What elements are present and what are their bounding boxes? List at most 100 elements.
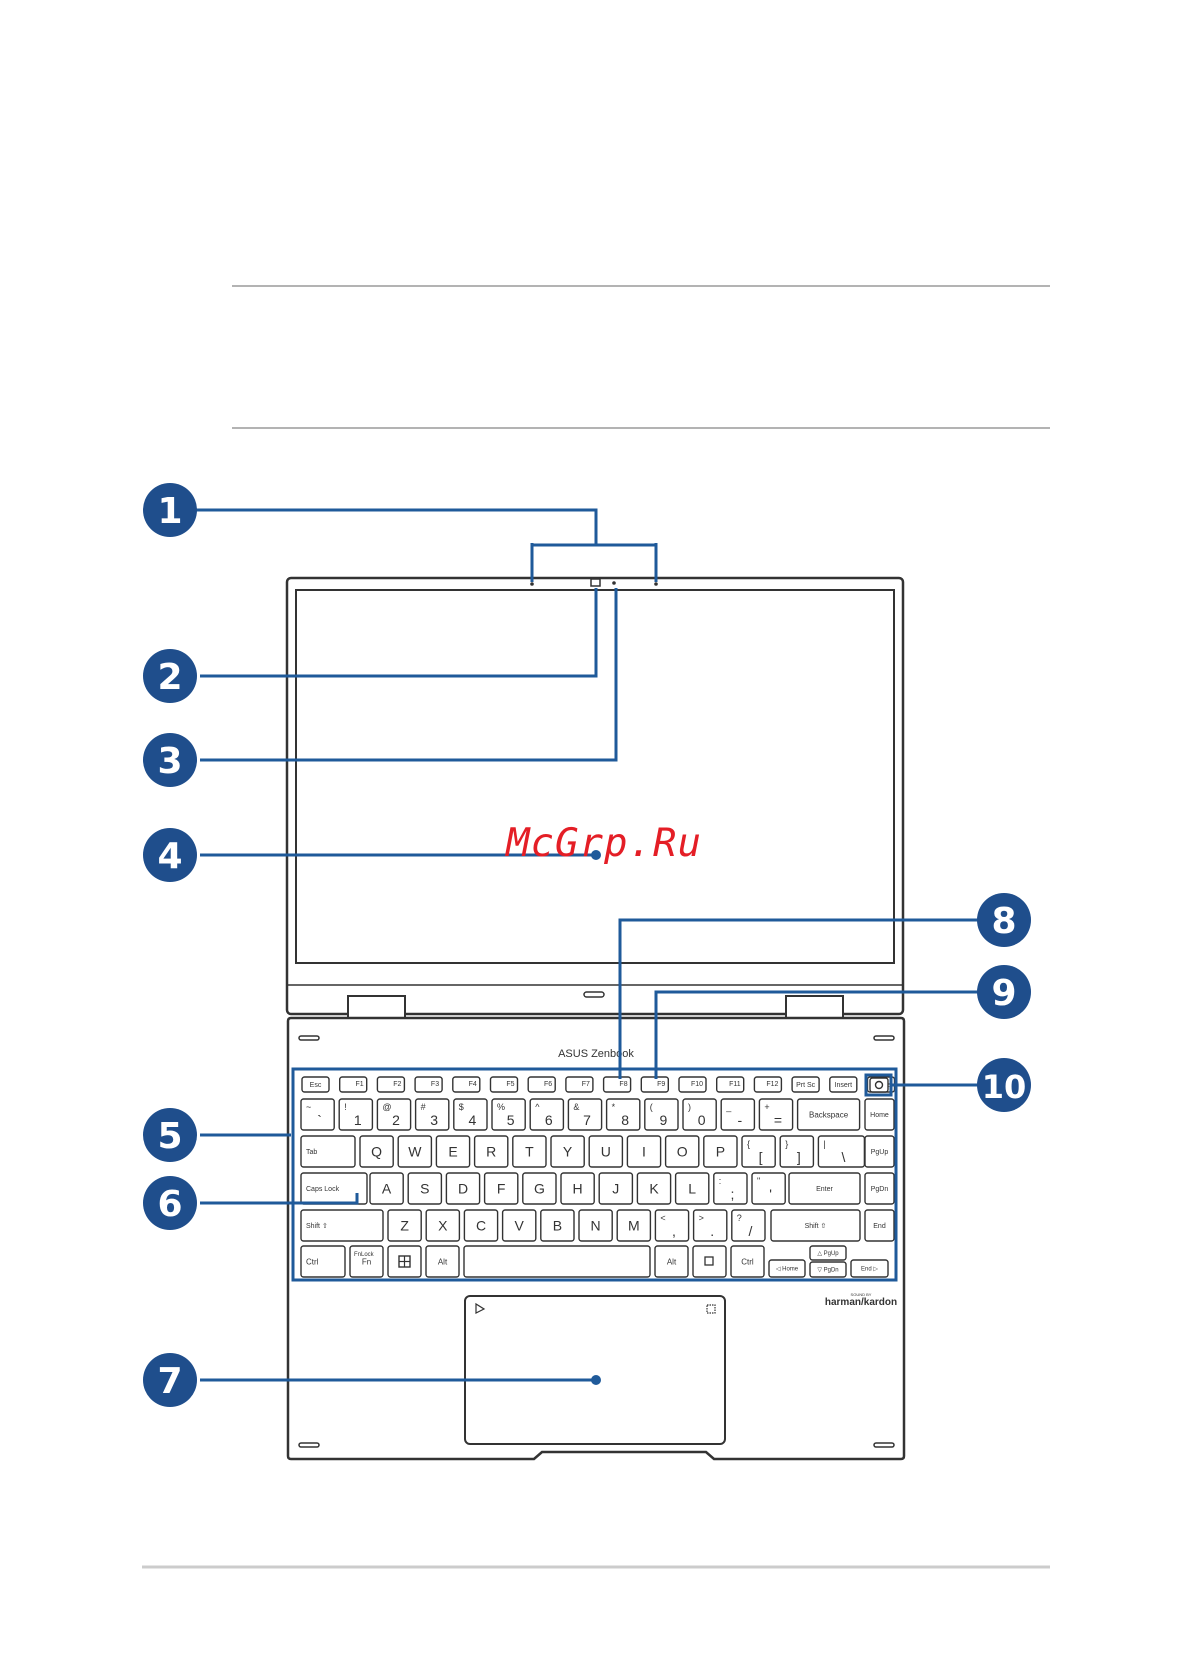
key-v[interactable]: V <box>501 1209 537 1242</box>
key-d[interactable]: D <box>445 1172 481 1205</box>
key-c[interactable]: C <box>463 1209 499 1242</box>
key-bracket-left[interactable]: {[ <box>741 1135 776 1168</box>
key-period[interactable]: >. <box>692 1209 728 1242</box>
key-alt-left[interactable]: Alt <box>425 1245 460 1278</box>
key-f7[interactable]: F7 <box>565 1076 594 1093</box>
key-u[interactable]: U <box>588 1135 624 1168</box>
key-num-2[interactable]: @2 <box>376 1098 412 1131</box>
key-arrow-left[interactable]: ◁ Home <box>768 1259 806 1278</box>
key-slash-label: / <box>748 1223 752 1239</box>
key-esc[interactable]: Esc <box>301 1076 330 1093</box>
callout-badge-10 <box>977 1058 1031 1112</box>
key-space[interactable] <box>463 1245 651 1278</box>
key-quote[interactable]: "' <box>751 1172 786 1205</box>
key-f1[interactable]: F1 <box>339 1076 368 1093</box>
key-end[interactable]: End <box>864 1209 895 1242</box>
key-num-1[interactable]: !1 <box>338 1098 374 1131</box>
key-y[interactable]: Y <box>550 1135 585 1168</box>
key-g[interactable]: G <box>522 1172 557 1205</box>
key-alt-right[interactable]: Alt <box>654 1245 689 1278</box>
key-num-3[interactable]: #3 <box>414 1098 450 1131</box>
key-arrow-right[interactable]: End ▷ <box>850 1259 889 1278</box>
key-backslash[interactable]: |\ <box>817 1135 866 1168</box>
key-f3-cap <box>414 1076 443 1093</box>
key-tab[interactable]: Tab <box>300 1135 356 1168</box>
key-z[interactable]: Z <box>387 1209 422 1242</box>
key-f9[interactable]: F9 <box>640 1076 669 1093</box>
key-num-5[interactable]: %5 <box>491 1098 526 1131</box>
camera-indicator-icon <box>612 581 616 585</box>
key-f12[interactable]: F12 <box>753 1076 783 1093</box>
key-alt-left-label: Alt <box>438 1257 448 1266</box>
key-shift-left[interactable]: Shift ⇧ <box>300 1209 384 1242</box>
key-f4[interactable]: F4 <box>452 1076 481 1093</box>
key-num-9[interactable]: (9 <box>644 1098 679 1131</box>
key-f6[interactable]: F6 <box>527 1076 556 1093</box>
rubber-foot-bottom-right <box>873 1442 895 1448</box>
key-bracket-right[interactable]: }] <box>779 1135 815 1168</box>
key-ctrl-left[interactable]: Ctrl <box>300 1245 346 1278</box>
key-pgdn[interactable]: PgDn <box>864 1172 895 1205</box>
key-i[interactable]: I <box>626 1135 662 1168</box>
key-num-12[interactable]: += <box>758 1098 794 1131</box>
key-arrow-up[interactable]: △ PgUp <box>809 1245 847 1261</box>
key-j-label: J <box>612 1180 619 1196</box>
key-f2[interactable]: F2 <box>376 1076 406 1093</box>
key-num-4[interactable]: $4 <box>453 1098 488 1131</box>
key-slash[interactable]: ?/ <box>731 1209 766 1242</box>
key-d-label: D <box>458 1180 468 1196</box>
key-h[interactable]: H <box>560 1172 595 1205</box>
key-f3[interactable]: F3 <box>414 1076 443 1093</box>
key-k[interactable]: K <box>636 1172 672 1205</box>
key-f8[interactable]: F8 <box>602 1076 632 1093</box>
key-insert[interactable]: Insert <box>829 1076 858 1093</box>
key-num-0[interactable]: ~` <box>300 1098 335 1131</box>
key-f7-cap <box>565 1076 594 1093</box>
key-n[interactable]: N <box>578 1209 613 1242</box>
key-comma[interactable]: <, <box>654 1209 690 1242</box>
key-s[interactable]: S <box>407 1172 443 1205</box>
key-f11[interactable]: F11 <box>716 1076 745 1093</box>
key-f[interactable]: F <box>483 1172 519 1205</box>
key-m[interactable]: M <box>616 1209 652 1242</box>
key-backspace[interactable]: Backspace <box>796 1098 861 1131</box>
key-shift-right[interactable]: Shift ⇧ <box>770 1209 861 1242</box>
key-num-8[interactable]: *8 <box>605 1098 641 1131</box>
key-w[interactable]: W <box>397 1135 433 1168</box>
key-enter[interactable]: Enter <box>788 1172 861 1205</box>
key-o[interactable]: O <box>664 1135 700 1168</box>
key-semicolon[interactable]: :; <box>713 1172 748 1205</box>
key-menu[interactable] <box>692 1245 727 1278</box>
key-ctrl-right[interactable]: Ctrl <box>730 1245 765 1278</box>
key-arrow-down[interactable]: ▽ PgDn <box>809 1261 847 1278</box>
key-m-cap <box>616 1209 652 1242</box>
key-b[interactable]: B <box>540 1209 575 1242</box>
key-f5[interactable]: F5 <box>489 1076 519 1093</box>
key-num-7[interactable]: &7 <box>567 1098 603 1131</box>
key-t[interactable]: T <box>512 1135 547 1168</box>
key-e[interactable]: E <box>435 1135 471 1168</box>
key-pgup[interactable]: PgUp <box>864 1135 895 1168</box>
key-num-10[interactable]: )0 <box>682 1098 717 1131</box>
key-a[interactable]: A <box>369 1172 404 1205</box>
key-l[interactable]: L <box>674 1172 710 1205</box>
key-f10[interactable]: F10 <box>678 1076 707 1093</box>
key-p[interactable]: P <box>703 1135 738 1168</box>
key-backslash-shift-label: | <box>823 1139 825 1149</box>
brand-logo: ASUS Zenbook <box>558 1048 634 1060</box>
key-num-11[interactable]: _- <box>720 1098 756 1131</box>
key-r[interactable]: R <box>473 1135 509 1168</box>
power-button[interactable] <box>869 1077 889 1093</box>
callout-badge-5 <box>143 1108 197 1162</box>
key-q[interactable]: Q <box>359 1135 394 1168</box>
key-j[interactable]: J <box>598 1172 634 1205</box>
key-home[interactable]: Home <box>864 1098 895 1131</box>
key-prt-sc[interactable]: Prt Sc <box>791 1076 820 1093</box>
key-num-6[interactable]: ^6 <box>529 1098 565 1131</box>
key-x-cap <box>425 1209 461 1242</box>
key-x[interactable]: X <box>425 1209 461 1242</box>
key-windows[interactable] <box>387 1245 422 1278</box>
leader-2 <box>200 588 598 678</box>
touchpad[interactable] <box>464 1295 726 1445</box>
